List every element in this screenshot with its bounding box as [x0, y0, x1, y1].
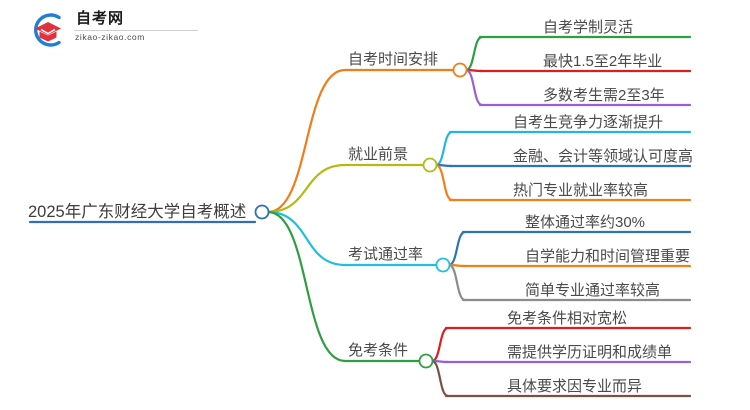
- edge-branch-1-to-leaf-0: [434, 130, 454, 167]
- edge-branch-3-to-leaf-2: [430, 359, 450, 398]
- edge-branch-1-to-leaf-2: [434, 163, 454, 202]
- mindmap-leaf-label-1-0[interactable]: 自考生竞争力逐渐提升: [513, 114, 664, 131]
- zikao-logo-icon: [28, 10, 68, 50]
- mindmap-leaf-label-0-1[interactable]: 最快1.5至2年毕业: [543, 53, 663, 70]
- edge-branch-2-to-leaf-0: [447, 230, 467, 267]
- mindmap-branch-label-3[interactable]: 免考条件: [348, 342, 409, 359]
- mindmap-root-node[interactable]: [254, 204, 270, 220]
- mindmap-leaf-label-3-2[interactable]: 具体要求因专业而异: [507, 378, 643, 395]
- mindmap-branch-label-1[interactable]: 就业前景: [348, 146, 409, 163]
- logo-divider: [74, 30, 198, 31]
- mindmap-leaf-label-1-1[interactable]: 金融、会计等领域认可度高: [513, 148, 694, 165]
- mindmap-leaf-label-2-0[interactable]: 整体通过率约30%: [525, 214, 646, 231]
- logo-title: 自考网: [76, 10, 125, 27]
- mindmap-leaf-label-0-2[interactable]: 多数考生需2至3年: [543, 87, 665, 104]
- site-logo: 自考网 zikao-zikao.com: [28, 8, 208, 52]
- edge-root-to-branch-3: [266, 210, 347, 363]
- mindmap-leaf-label-0-0[interactable]: 自考学制灵活: [543, 19, 634, 36]
- edge-branch-0-to-leaf-2: [464, 68, 484, 107]
- mindmap-branch-node-3[interactable]: [418, 353, 434, 369]
- edge-branch-3-to-leaf-0: [430, 326, 450, 363]
- mindmap-leaf-label-2-2[interactable]: 简单专业通过率较高: [525, 282, 661, 299]
- mindmap-leaf-label-3-1[interactable]: 需提供学历证明和成绩单: [507, 344, 673, 361]
- mindmap-root-label[interactable]: 2025年广东财经大学自考概述: [28, 203, 247, 221]
- mindmap-nodes: [254, 62, 468, 369]
- mindmap-branch-node-0[interactable]: [452, 62, 468, 78]
- edge-root-to-branch-1: [266, 163, 347, 214]
- mindmap-leaf-label-2-1[interactable]: 自学能力和时间管理重要: [525, 248, 691, 265]
- mindmap-branch-label-2[interactable]: 考试通过率: [348, 246, 424, 263]
- edge-root-to-branch-2: [266, 210, 347, 267]
- mindmap-leaf-label-3-0[interactable]: 免考条件相对宽松: [507, 310, 628, 327]
- mindmap-edges: [28, 35, 692, 398]
- logo-domain: zikao-zikao.com: [75, 32, 145, 42]
- edge-branch-0-to-leaf-0: [464, 35, 484, 72]
- mindmap-leaf-label-1-2[interactable]: 热门专业就业率较高: [513, 182, 649, 199]
- mindmap-branch-node-1[interactable]: [422, 157, 438, 173]
- mindmap-branch-label-0[interactable]: 自考时间安排: [348, 51, 439, 68]
- edge-branch-2-to-leaf-2: [447, 263, 467, 302]
- mindmap-branch-node-2[interactable]: [435, 257, 451, 273]
- edge-root-to-branch-0: [266, 68, 347, 214]
